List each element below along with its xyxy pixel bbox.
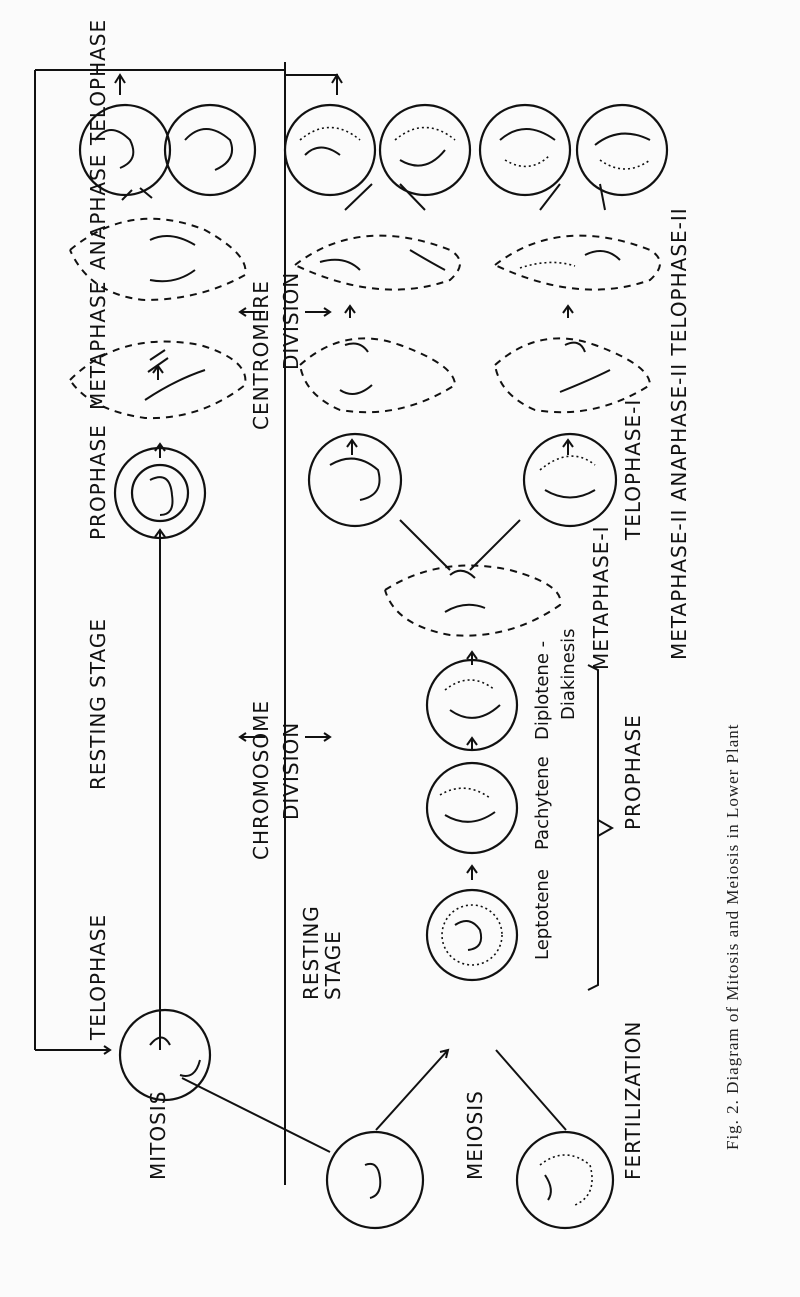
label-resting-stage-mitosis: RESTING STAGE [86, 618, 110, 790]
mitosis-telophase-start-cell [118, 1008, 212, 1102]
label-prophase-meiosis: PROPHASE [621, 714, 645, 830]
label-telophase-start: TELOPHASE [86, 914, 110, 1041]
meiosis-telophase-2-cells [283, 103, 669, 197]
label-telophase-mitosis: TELOPHASE [86, 19, 110, 146]
prophase-bracket [587, 664, 599, 991]
meiosis-anaphase-2-spindles [294, 234, 661, 291]
label-chromosome: CHROMOSOME [249, 700, 273, 860]
label-fertilization: FERTILIZATION [621, 1021, 645, 1180]
label-diakinesis: Diakinesis [558, 628, 579, 720]
label-resting-meiosis-2: STAGE [321, 930, 345, 1000]
label-metaphase-1: METAPHASE-I [589, 526, 613, 670]
meiosis-metaphase-1-spindle [384, 564, 562, 637]
figure-caption: Fig. 2. Diagram of Mitosis and Meiosis i… [723, 723, 742, 1150]
meiosis-fertilization-cell [515, 1130, 615, 1230]
meiosis-pachytene-cell [425, 761, 519, 855]
label-telophase-1: TELOPHASE-I [621, 399, 645, 541]
label-stages-2: METAPHASE-II ANAPHASE-II TELOPHASE-II [667, 207, 691, 660]
mitosis-prophase-cell [113, 446, 207, 540]
label-diplotene: Diplotene - [532, 641, 553, 740]
label-pachytene: Pachytene [532, 756, 553, 850]
mitosis-anaphase-spindle [69, 217, 247, 302]
label-mitosis: MITOSIS [146, 1091, 170, 1180]
label-metaphase-mitosis: METAPHASE [86, 281, 110, 410]
label-meiosis: MEIOSIS [463, 1090, 487, 1180]
meiosis-leptotene-cell [425, 888, 519, 982]
mitosis-telophase-cells [78, 103, 257, 197]
meiosis-telophase-1-cells [307, 432, 618, 528]
label-chromosome-division: DIVISION [279, 722, 303, 820]
arrows-meiosis [331, 73, 606, 1131]
label-prophase-mitosis: PROPHASE [86, 424, 110, 540]
prophase-bracket-point [597, 819, 615, 837]
label-leptotene: Leptotene [532, 869, 553, 960]
label-centromere: CENTROMERE [249, 280, 273, 430]
meiosis-resting-cell [325, 1130, 425, 1230]
meiosis-metaphase-2-spindles [299, 337, 652, 414]
mitosis-metaphase-spindle [69, 340, 247, 420]
label-centromere-division: DIVISION [279, 272, 303, 370]
meiosis-diakinesis-cell [425, 658, 519, 752]
label-anaphase-mitosis: ANAPHASE [86, 154, 110, 270]
label-resting-meiosis-1: RESTING [299, 905, 323, 1000]
